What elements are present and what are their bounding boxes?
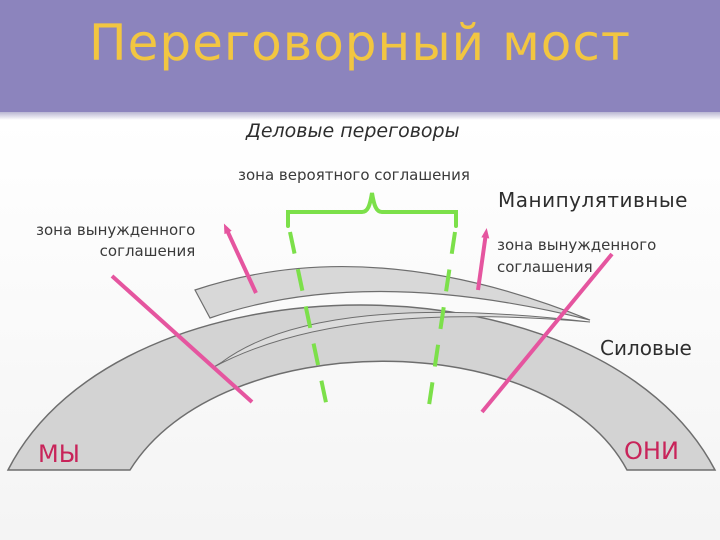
- label-they: ОНИ: [624, 437, 679, 465]
- label-power: Силовые: [600, 336, 692, 360]
- bridge-main-arch: [8, 305, 715, 470]
- label-probable-agreement-zone: зона вероятного соглашения: [238, 166, 470, 184]
- subtitle-business-negotiations: Деловые переговоры: [246, 120, 460, 142]
- forced-zone-left-line1: зона вынужденного: [36, 221, 195, 239]
- label-we: МЫ: [38, 440, 80, 468]
- label-forced-agreement-zone-right: зона вынужденного соглашения: [497, 234, 656, 278]
- forced-zone-arrow-right: [478, 233, 486, 290]
- agreement-zone-bracket: [288, 193, 456, 226]
- forced-zone-right-line2: соглашения: [497, 258, 593, 276]
- forced-zone-left-line2: соглашения: [36, 241, 195, 262]
- forced-zone-right-line1: зона вынужденного: [497, 236, 656, 254]
- label-manipulative: Манипулятивные: [498, 188, 688, 212]
- label-forced-agreement-zone-left: зона вынужденного соглашения: [36, 220, 195, 262]
